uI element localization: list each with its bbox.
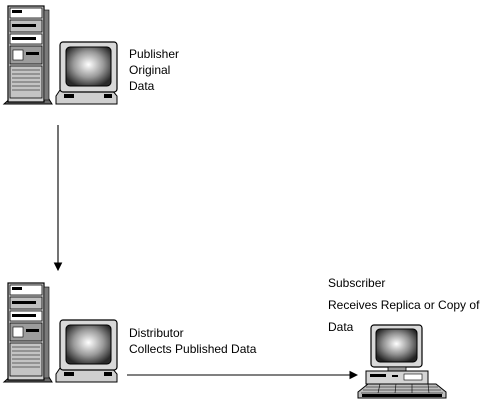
subscriber-label-line-1: Subscriber: [328, 276, 386, 290]
distributor-label-line-1: Distributor: [129, 326, 184, 340]
publisher-label: Publisher Original Data: [129, 46, 179, 94]
subscriber-label-line-3: Data: [328, 320, 354, 334]
subscriber-label-line-2: Receives Replica or Copy of: [328, 298, 480, 312]
subscriber-label: Subscriber Receives Replica or Copy of D…: [328, 272, 479, 338]
publisher-label-line-1: Publisher: [129, 47, 180, 61]
subscriber-computer-icon: [357, 324, 447, 399]
distributor-label-line-2: Collects Published Data: [129, 342, 257, 356]
publisher-label-line-3: Data: [129, 79, 155, 93]
publisher-label-line-2: Original: [129, 63, 171, 77]
publisher-monitor-icon: [55, 41, 118, 105]
publisher-server-icon: [2, 5, 53, 105]
distributor-label: Distributor Collects Published Data: [129, 325, 256, 357]
distributor-monitor-icon: [55, 319, 118, 383]
distributor-server-icon: [2, 282, 53, 383]
